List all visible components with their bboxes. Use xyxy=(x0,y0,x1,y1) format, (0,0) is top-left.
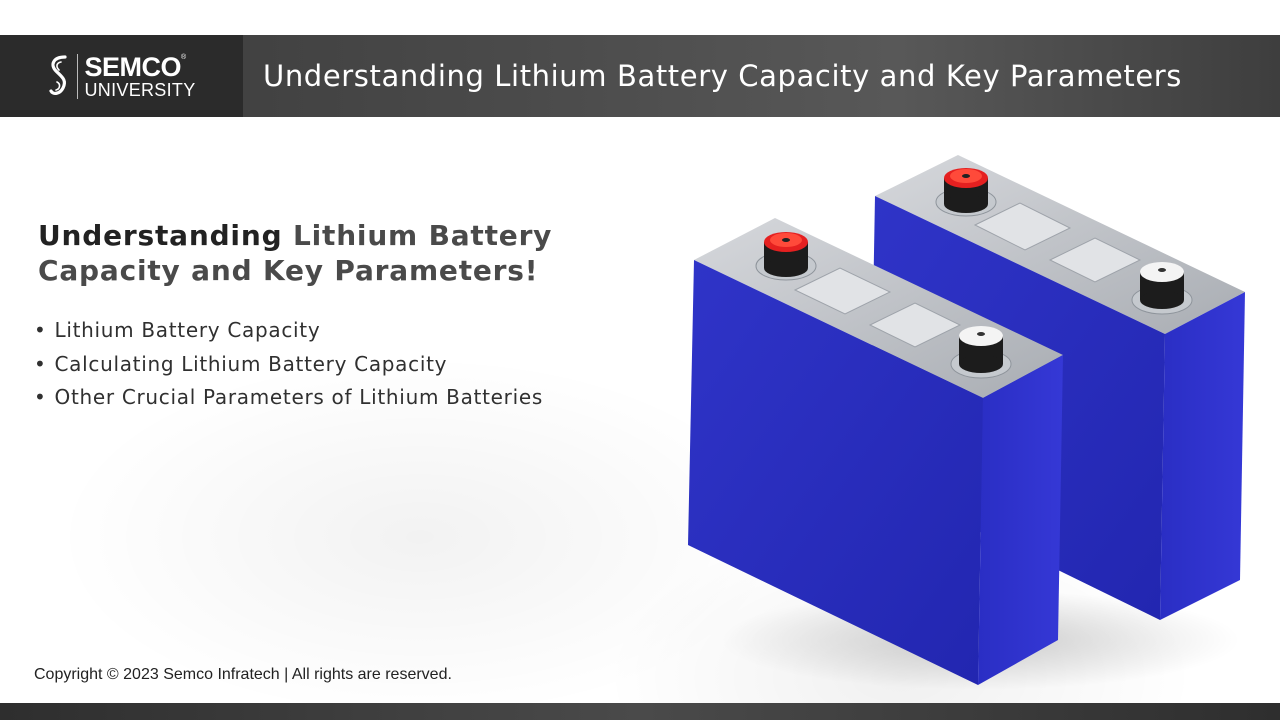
heading-rest: Lithium Battery xyxy=(282,219,553,252)
bullet-dot: • xyxy=(34,385,47,409)
battery-side-face xyxy=(1160,292,1245,620)
logo-subtitle: UNIVERSITY xyxy=(84,79,196,100)
list-item-text: Calculating Lithium Battery Capacity xyxy=(54,351,448,376)
footer-bar xyxy=(0,703,1280,720)
list-item: • Other Crucial Parameters of Lithium Bat… xyxy=(34,381,638,415)
semco-s-logo-icon xyxy=(49,55,68,95)
list-item-text: Lithium Battery Capacity xyxy=(54,318,321,342)
heading-bold: Understanding xyxy=(38,219,283,252)
list-item: • Lithium Battery Capacity xyxy=(34,314,638,348)
vent-plate xyxy=(973,202,1072,251)
vent-plate xyxy=(868,302,962,348)
battery-front xyxy=(688,218,1063,685)
battery-side-face xyxy=(978,355,1063,685)
copyright-text: Copyright © 2023 Semco Infratech | All r… xyxy=(34,666,452,683)
header-bar: SEMCO® UNIVERSITY Understanding Lithium … xyxy=(0,35,1280,117)
logo-wordmark: SEMCO® UNIVERSITY xyxy=(77,51,196,100)
battery-illustration xyxy=(688,155,1245,690)
negative-terminal xyxy=(1131,262,1193,315)
list-item-text: Other Crucial Parameters of Lithium Batt… xyxy=(54,385,543,409)
positive-terminal xyxy=(755,232,817,281)
logo-block: SEMCO® UNIVERSITY xyxy=(0,35,243,117)
bullet-dot: • xyxy=(34,351,47,376)
header-title: Understanding Lithium Battery Capacity a… xyxy=(263,59,1183,93)
topic-list: • Lithium Battery Capacity • Calculating L… xyxy=(34,314,638,415)
battery-front-face xyxy=(688,260,983,685)
negative-terminal xyxy=(950,326,1012,379)
vent-plate xyxy=(793,267,892,315)
semco-logo: SEMCO® UNIVERSITY xyxy=(47,53,195,99)
logo-brand: SEMCO® xyxy=(84,51,186,82)
list-item: • Calculating Lithium Battery Capacity xyxy=(34,348,638,382)
positive-terminal xyxy=(935,168,997,217)
bullet-dot: • xyxy=(34,318,47,342)
heading-line2: Capacity and Key Parameters! xyxy=(38,254,539,287)
vent-plate xyxy=(1048,237,1142,283)
